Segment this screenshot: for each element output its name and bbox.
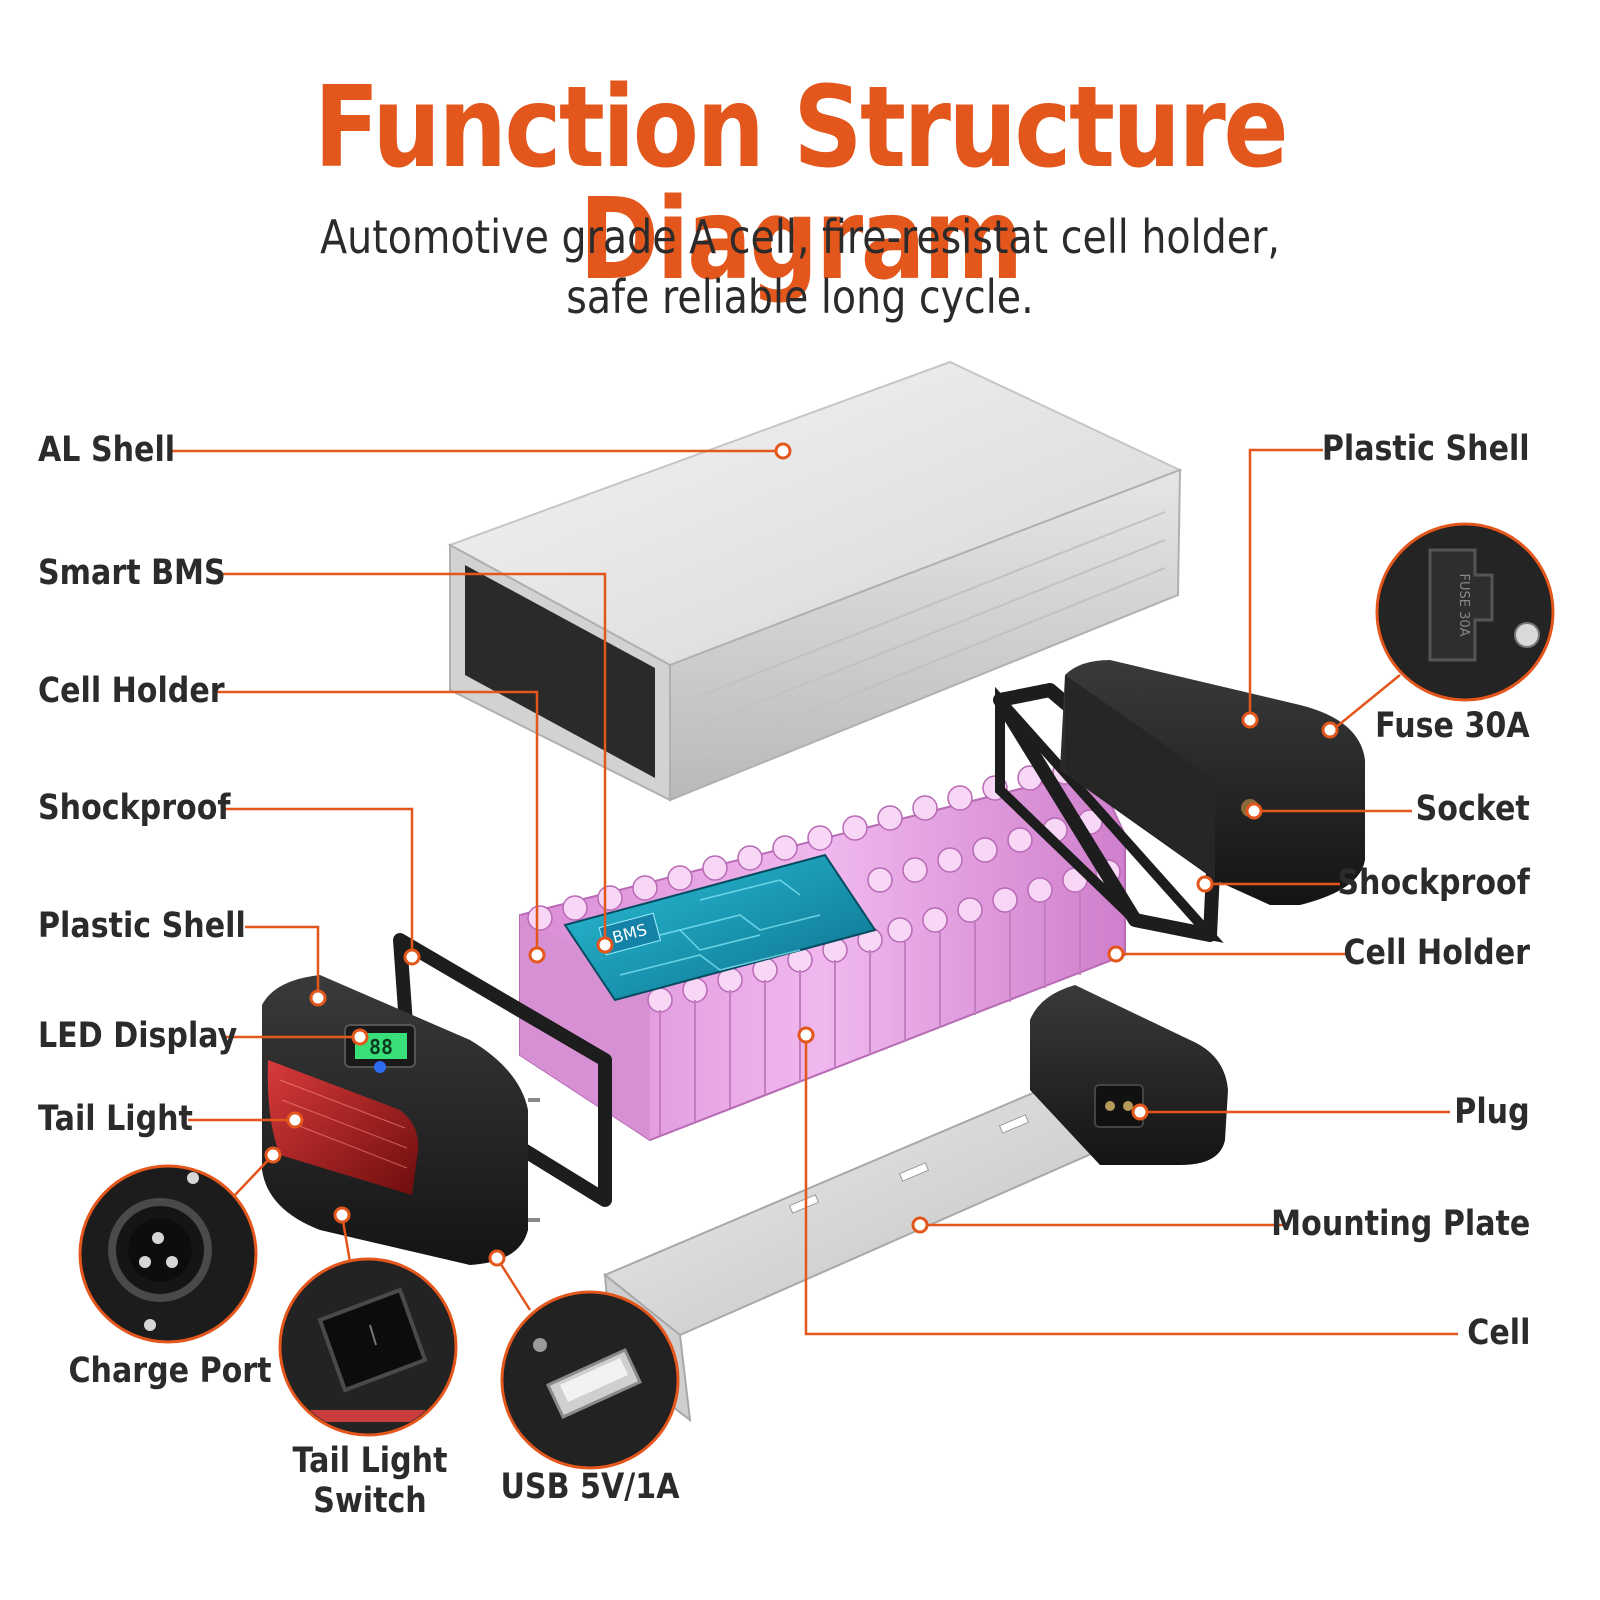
subtitle-line-2: safe reliable long cycle. bbox=[566, 270, 1034, 324]
cell-pack: BMS bbox=[519, 759, 1126, 1142]
label-tail-light-switch-line2: Switch bbox=[313, 1481, 427, 1521]
leader-lines bbox=[170, 448, 1458, 1336]
label-cell-holder-right: Cell Holder bbox=[1343, 933, 1530, 973]
label-led-display: LED Display bbox=[38, 1016, 238, 1056]
fuse-zoom-circle: FUSE 30A bbox=[1375, 522, 1555, 702]
label-charge-port: Charge Port bbox=[68, 1351, 272, 1391]
usb-zoom-circle bbox=[500, 1290, 680, 1470]
page-title: Function Structure Diagram bbox=[313, 63, 1289, 305]
label-tail-light-switch-line1: Tail Light bbox=[292, 1441, 448, 1481]
label-tail-light: Tail Light bbox=[38, 1099, 193, 1139]
label-socket: Socket bbox=[1415, 789, 1530, 829]
label-fuse-30a: Fuse 30A bbox=[1375, 706, 1530, 746]
bms-board: BMS bbox=[563, 853, 877, 1002]
label-plastic-shell-right: Plastic Shell bbox=[1322, 429, 1530, 469]
tail-light-switch-zoom-circle bbox=[278, 1257, 458, 1437]
label-usb: USB 5V/1A bbox=[500, 1467, 680, 1507]
label-smart-bms: Smart BMS bbox=[38, 553, 226, 593]
label-shockproof-left: Shockproof bbox=[38, 788, 231, 828]
subtitle-line-1: Automotive grade A cell, fire-resistat c… bbox=[320, 210, 1280, 264]
fuse-cover-label: FUSE 30A bbox=[1456, 573, 1471, 636]
label-cell-holder-left: Cell Holder bbox=[38, 671, 225, 711]
label-mounting-plate: Mounting Plate bbox=[1270, 1204, 1530, 1244]
al-shell bbox=[447, 360, 1183, 802]
charge-port-zoom-circle bbox=[78, 1164, 258, 1344]
front-plug-housing bbox=[1030, 985, 1228, 1165]
label-plastic-shell-left: Plastic Shell bbox=[38, 906, 246, 946]
label-plug: Plug bbox=[1454, 1092, 1530, 1132]
label-al-shell: AL Shell bbox=[38, 430, 176, 470]
led-display-digits: 88 bbox=[369, 1035, 393, 1059]
label-shockproof-right: Shockproof bbox=[1337, 863, 1530, 903]
left-plastic-shell: 88 bbox=[262, 975, 540, 1265]
mounting-plate bbox=[603, 1088, 1102, 1423]
leader-dots bbox=[264, 442, 1339, 1267]
label-cell: Cell bbox=[1466, 1313, 1530, 1353]
